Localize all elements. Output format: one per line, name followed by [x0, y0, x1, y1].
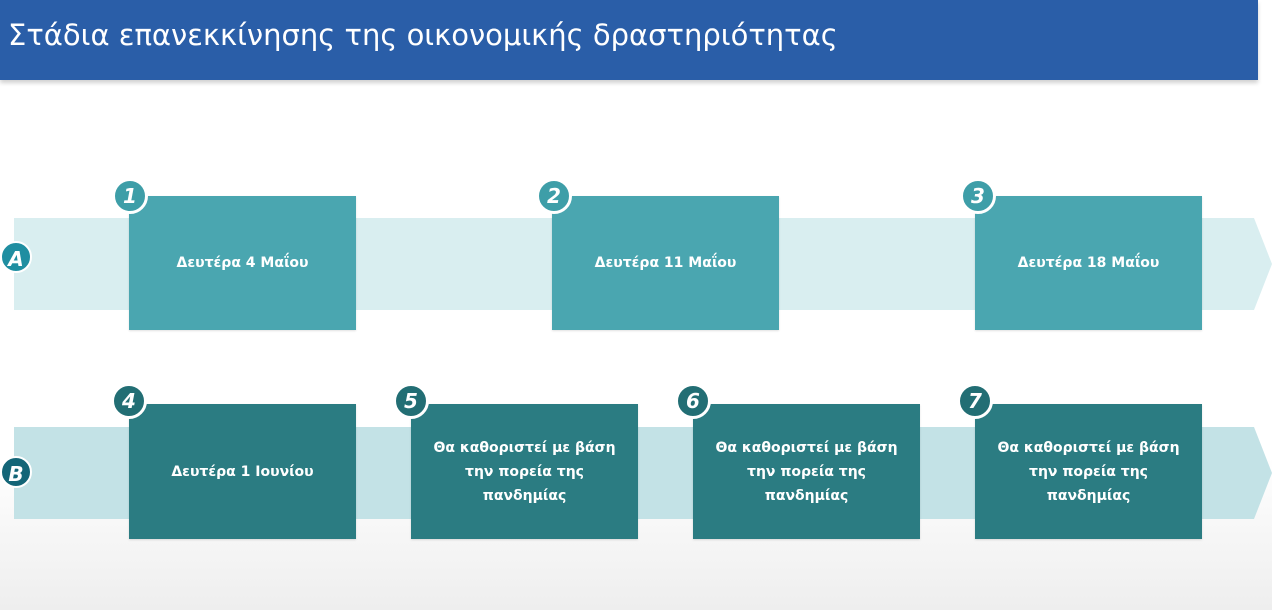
page-title: Στάδια επανεκκίνησης της οικονομικής δρα…	[8, 18, 838, 52]
lane-b-badge: B	[0, 456, 32, 488]
stage-6-box: Θα καθοριστεί με βάση την πορεία της παν…	[693, 404, 920, 539]
stage-6-number: 6	[675, 383, 711, 419]
stage-4-box: Δευτέρα 1 Ιουνίου	[129, 404, 356, 539]
stage-1-number: 1	[112, 178, 148, 214]
stage-7-number: 7	[957, 383, 993, 419]
stage-7-box: Θα καθοριστεί με βάση την πορεία της παν…	[975, 404, 1202, 539]
lane-a-badge: A	[0, 241, 32, 273]
stage-1-box: Δευτέρα 4 Μαΐου	[129, 196, 356, 330]
stage-3-box: Δευτέρα 18 Μαΐου	[975, 196, 1202, 330]
stage-5-number: 5	[393, 383, 429, 419]
stage-5-box: Θα καθοριστεί με βάση την πορεία της παν…	[411, 404, 638, 539]
stage-2-number: 2	[536, 178, 572, 214]
stage-2-box: Δευτέρα 11 Μαΐου	[552, 196, 779, 330]
stage-4-number: 4	[111, 383, 147, 419]
stage-3-number: 3	[960, 178, 996, 214]
title-bar: Στάδια επανεκκίνησης της οικονομικής δρα…	[0, 0, 1258, 80]
